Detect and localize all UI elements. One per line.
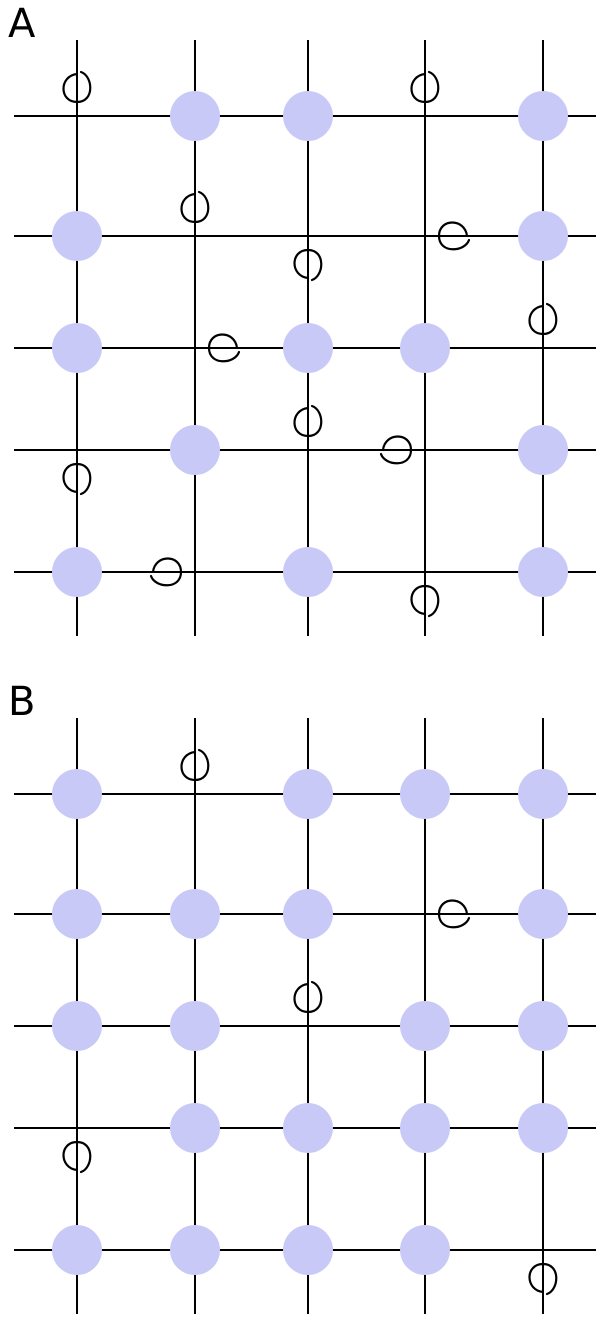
lattice-node: [170, 1103, 220, 1153]
loop-knot: [379, 435, 413, 465]
lattice-node: [400, 323, 450, 373]
lattice-node: [283, 769, 333, 819]
loop-knot: [437, 221, 471, 251]
loop-knot: [528, 302, 558, 336]
lattice-node: [400, 769, 450, 819]
lattice-node: [518, 1001, 568, 1051]
lattice-node: [518, 91, 568, 141]
lattice-node: [52, 547, 102, 597]
lattice-node: [518, 425, 568, 475]
lattice-node: [52, 1001, 102, 1051]
lattice-node: [170, 91, 220, 141]
panel-a: A: [0, 0, 605, 656]
panel-a-lattice: [14, 40, 596, 636]
loop-knot: [207, 333, 241, 363]
panel-b-lattice: [14, 718, 596, 1314]
lattice-node: [518, 1103, 568, 1153]
loop-knot: [293, 248, 323, 282]
lattice-node: [283, 91, 333, 141]
loop-knot: [293, 980, 323, 1014]
panel-a-label: A: [8, 1, 36, 47]
loop-knot: [528, 1262, 558, 1296]
lattice-node: [170, 1225, 220, 1275]
lattice-node: [283, 547, 333, 597]
loop-knot: [437, 899, 471, 929]
panel-b: B: [0, 678, 605, 1334]
lattice-node: [283, 1103, 333, 1153]
loop-knot: [62, 70, 92, 104]
lattice-node: [518, 889, 568, 939]
lattice-node: [283, 323, 333, 373]
lattice-node: [52, 211, 102, 261]
loop-knot: [149, 557, 183, 587]
panel-b-label: B: [8, 679, 36, 725]
lattice-node: [400, 1103, 450, 1153]
lattice-node: [518, 547, 568, 597]
loop-knot: [180, 190, 210, 224]
loop-knot: [410, 70, 440, 104]
loop-knot: [62, 1140, 92, 1174]
lattice-node: [283, 1225, 333, 1275]
loop-knot: [293, 404, 323, 438]
lattice-node: [518, 211, 568, 261]
lattice-node: [52, 889, 102, 939]
lattice-node: [400, 1001, 450, 1051]
lattice-node: [52, 1225, 102, 1275]
lattice-node: [283, 889, 333, 939]
lattice-node: [170, 425, 220, 475]
lattice-node: [170, 1001, 220, 1051]
lattice-node: [518, 769, 568, 819]
lattice-node: [52, 769, 102, 819]
lattice-node: [400, 1225, 450, 1275]
lattice-node: [170, 889, 220, 939]
loop-knot: [180, 748, 210, 782]
lattice-node: [52, 323, 102, 373]
loop-knot: [410, 584, 440, 618]
loop-knot: [62, 462, 92, 496]
